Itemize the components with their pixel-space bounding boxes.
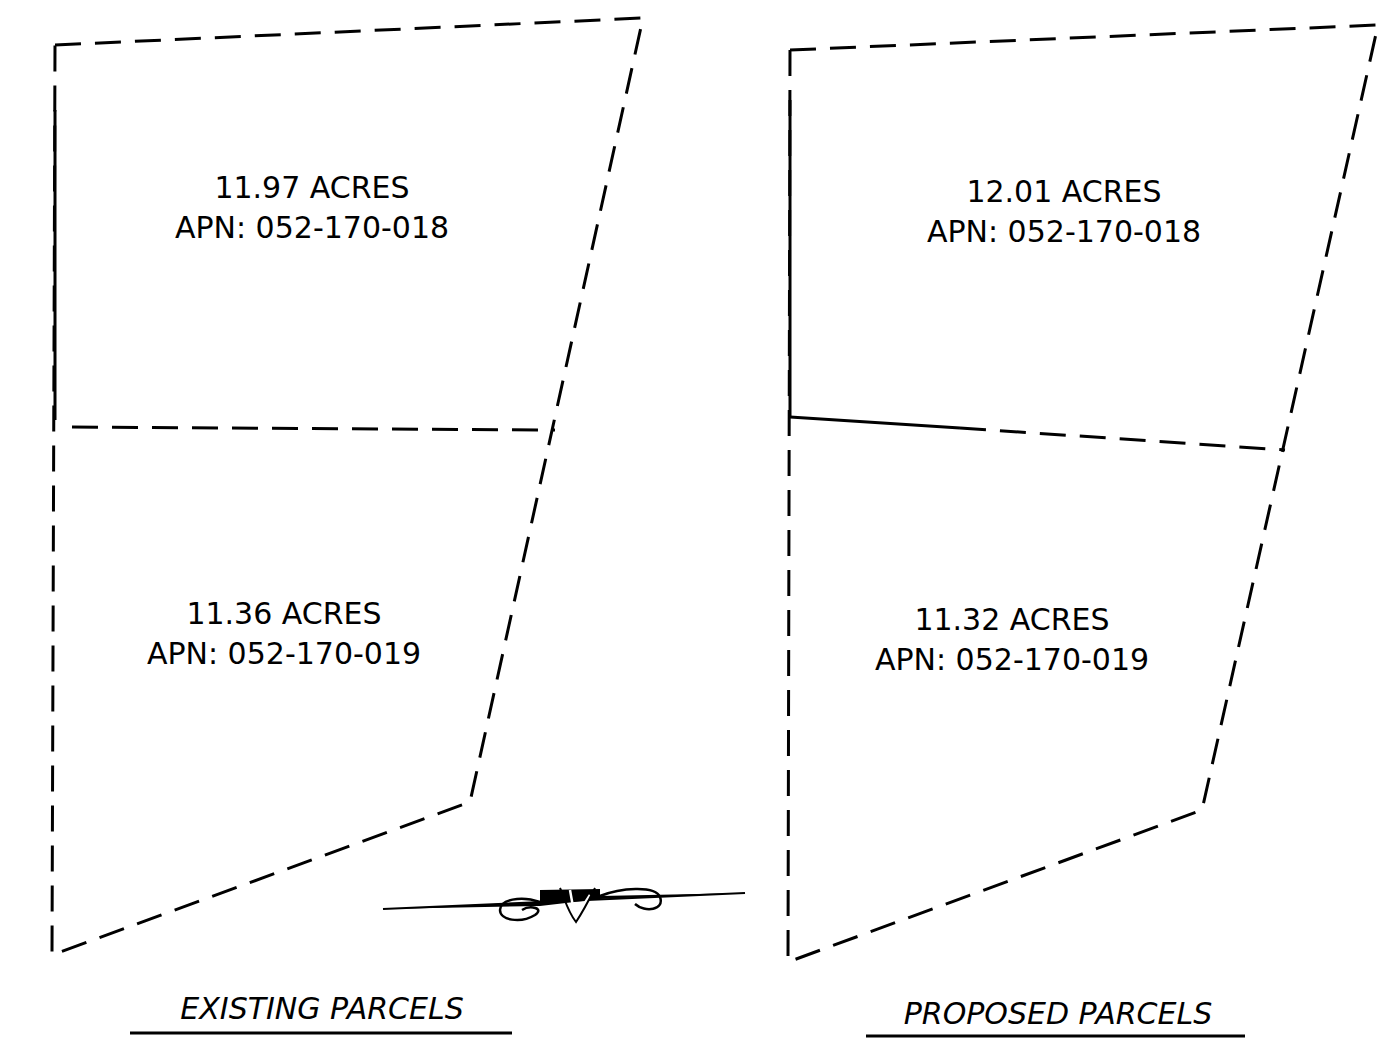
parcel-boundary <box>789 100 792 417</box>
apn-label: APN: 052-170-019 <box>875 640 1149 680</box>
apn-label: APN: 052-170-018 <box>927 212 1201 252</box>
parcel-boundary <box>52 18 643 955</box>
parcel-line <box>790 417 960 428</box>
section-title: PROPOSED PARCELS <box>904 996 1213 1031</box>
parcel: 11.32 ACRESAPN: 052-170-019 <box>875 600 1149 680</box>
area-label: 11.32 ACRES <box>875 600 1149 640</box>
section-title: EXISTING PARCELS <box>180 991 463 1026</box>
area-label: 12.01 ACRES <box>927 172 1201 212</box>
north-arrow <box>383 888 745 922</box>
parcel-boundary <box>54 110 57 420</box>
apn-label: APN: 052-170-019 <box>147 634 421 674</box>
apn-label: APN: 052-170-018 <box>175 208 449 248</box>
parcel: 11.97 ACRESAPN: 052-170-018 <box>175 168 449 248</box>
parcel: 11.36 ACRESAPN: 052-170-019 <box>147 594 421 674</box>
underline <box>130 1032 512 1035</box>
underline <box>866 1035 1245 1038</box>
parcel-boundary <box>788 25 1378 962</box>
area-label: 11.36 ACRES <box>147 594 421 634</box>
area-label: 11.97 ACRES <box>175 168 449 208</box>
parcel: 12.01 ACRESAPN: 052-170-018 <box>927 172 1201 252</box>
parcel-line <box>72 427 555 430</box>
parcel-line <box>960 428 1285 450</box>
